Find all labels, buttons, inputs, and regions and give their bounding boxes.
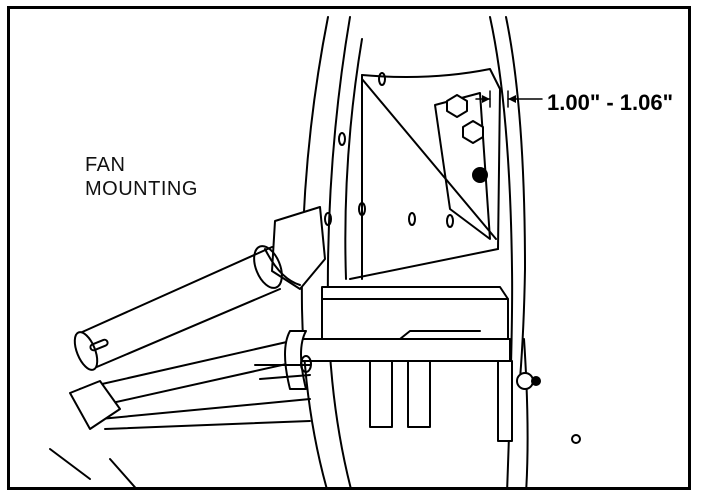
fan-mounting-drawing	[49, 16, 581, 487]
upper-plate	[361, 68, 501, 250]
bolt-3	[472, 167, 488, 183]
bolt-1	[446, 94, 468, 118]
mount-bar	[299, 338, 511, 362]
diagram-frame: FAN MOUNTING 1.00" - 1.06"	[7, 6, 691, 490]
drive-shaft	[79, 246, 273, 334]
frame-strut-2	[99, 398, 311, 420]
dimension-label: 1.00" - 1.06"	[547, 90, 674, 115]
right-shroud-3	[523, 338, 529, 487]
caption-line-1: FAN	[85, 154, 126, 176]
motor-housing	[271, 206, 326, 290]
frame-strut-1	[79, 338, 301, 390]
caption-line-2: MOUNTING	[85, 178, 198, 200]
shroud-arc-3	[344, 38, 363, 280]
right-shroud-2	[505, 16, 526, 380]
shroud-arc-outer	[300, 16, 329, 487]
shroud-arc-inner	[326, 16, 352, 487]
fan-mounting-caption: FAN MOUNTING	[85, 153, 198, 201]
diagonal-brace	[361, 78, 497, 240]
bolt-2	[462, 120, 484, 144]
bolt-bracket	[434, 92, 491, 240]
clamp-bracket	[284, 330, 307, 390]
